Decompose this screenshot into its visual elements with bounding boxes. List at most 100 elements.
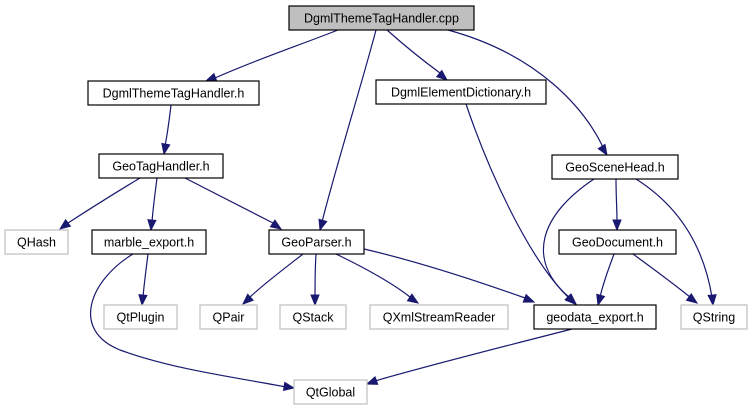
node-gth-h[interactable]: GeoTagHandler.h: [98, 153, 224, 179]
node-label: QtPlugin: [117, 311, 165, 325]
node-box: [98, 153, 224, 179]
edge-line: [615, 178, 618, 223]
node-qpair: QPair: [199, 304, 258, 330]
edge-line: [447, 29, 604, 148]
arrowhead-icon: [406, 293, 420, 304]
arrowhead-icon: [282, 381, 296, 391]
edge-geodata_export-to-qtglobal: [365, 328, 573, 385]
node-qxml: QXmlStreamReader: [369, 304, 509, 330]
node-box: [4, 229, 69, 255]
node-marble-export[interactable]: marble_export.h: [91, 229, 207, 255]
arrowhead-icon: [58, 218, 72, 230]
edge-geodocument-to-geodata_export: [596, 253, 615, 307]
edge-gth_h-to-qhash: [58, 177, 141, 230]
nodes-layer: DgmlThemeTagHandler.cppDgmlThemeTagHandl…: [4, 5, 748, 405]
edge-line: [632, 253, 691, 298]
arrowhead-icon: [707, 294, 717, 307]
node-label: QPair: [213, 311, 245, 325]
edge-line: [151, 177, 158, 223]
arrowhead-icon: [242, 293, 254, 305]
arrowhead-icon: [269, 219, 283, 230]
node-qtplugin: QtPlugin: [103, 304, 178, 330]
edge-line: [249, 253, 304, 298]
arrowhead-icon: [612, 219, 622, 232]
node-root: DgmlThemeTagHandler.cpp: [288, 5, 475, 31]
arrowhead-icon: [310, 294, 320, 307]
node-geoparser[interactable]: GeoParser.h: [268, 229, 365, 255]
node-box: [199, 304, 258, 330]
node-label: QtGlobal: [306, 386, 355, 400]
arrowhead-icon: [204, 72, 218, 82]
edge-line: [335, 253, 411, 298]
node-gsh-h[interactable]: GeoSceneHead.h: [551, 154, 679, 180]
edge-root-to-dtth_h: [204, 29, 339, 82]
node-box: [288, 5, 475, 31]
node-box: [103, 304, 178, 330]
edge-gth_h-to-geoparser: [184, 177, 283, 230]
edge-line: [90, 253, 287, 388]
edge-root-to-geoparser: [318, 29, 377, 232]
edge-line: [314, 253, 317, 298]
node-qhash: QHash: [4, 229, 69, 255]
edge-line: [599, 253, 615, 298]
arrowhead-icon: [147, 219, 157, 232]
node-qtglobal: QtGlobal: [293, 379, 368, 405]
node-label: DgmlThemeTagHandler.h: [103, 87, 245, 101]
node-box: [558, 229, 677, 255]
edge-line: [214, 29, 339, 79]
node-label: DgmlThemeTagHandler.cpp: [304, 12, 459, 26]
node-label: GeoDocument.h: [572, 236, 663, 250]
edge-line: [363, 248, 526, 299]
node-box: [87, 80, 260, 106]
node-geodata-export[interactable]: geodata_export.h: [533, 304, 657, 330]
node-box: [533, 304, 657, 330]
arrowhead-icon: [565, 293, 578, 305]
edge-gsh_h-to-geodocument: [612, 178, 622, 232]
edge-line: [67, 177, 141, 224]
node-qstack: QStack: [279, 304, 347, 330]
node-label: QHash: [17, 236, 56, 250]
arrowhead-icon: [365, 375, 379, 385]
node-box: [268, 229, 365, 255]
node-dtth-h[interactable]: DgmlThemeTagHandler.h: [87, 80, 260, 106]
edge-dtth_h-to-gth_h: [161, 104, 172, 156]
arrowhead-icon: [161, 142, 171, 156]
edge-marble_export-to-qtplugin: [138, 253, 149, 307]
arrowhead-icon: [685, 292, 699, 304]
arrowhead-icon: [597, 143, 608, 157]
edge-line: [465, 103, 569, 298]
node-label: GeoParser.h: [281, 236, 351, 250]
edge-line: [164, 104, 172, 147]
edge-gth_h-to-marble_export: [147, 177, 158, 232]
edge-gsh_h-to-qstring: [635, 178, 717, 307]
arrowhead-icon: [596, 293, 606, 307]
arrowhead-icon: [318, 218, 328, 232]
edges-layer: [58, 29, 717, 391]
edge-marble_export-to-qtglobal: [90, 253, 296, 391]
edge-geodocument-to-qstring: [632, 253, 699, 304]
edge-root-to-gsh_h: [447, 29, 608, 157]
node-box: [680, 304, 748, 330]
edge-gsh_h-to-geodata_export: [542, 178, 595, 305]
edge-line: [374, 328, 573, 382]
edge-geoparser-to-geodata_export: [363, 248, 536, 303]
node-label: GeoTagHandler.h: [112, 160, 209, 174]
node-ded-h[interactable]: DgmlElementDictionary.h: [375, 79, 547, 105]
node-box: [91, 229, 207, 255]
node-geodocument[interactable]: GeoDocument.h: [558, 229, 677, 255]
node-box: [279, 304, 347, 330]
node-label: geodata_export.h: [546, 311, 643, 325]
node-label: GeoSceneHead.h: [565, 161, 664, 175]
edge-root-to-ded_h: [386, 29, 449, 81]
edge-geoparser-to-qxml: [335, 253, 420, 304]
edge-line: [184, 177, 274, 224]
node-qstring: QString: [680, 304, 748, 330]
node-box: [369, 304, 509, 330]
node-label: QString: [693, 311, 735, 325]
node-label: QXmlStreamReader: [383, 311, 496, 325]
edge-line: [321, 29, 377, 223]
edge-geoparser-to-qstack: [310, 253, 320, 307]
node-box: [551, 154, 679, 180]
edge-ded_h-to-geodata_export: [465, 103, 576, 305]
